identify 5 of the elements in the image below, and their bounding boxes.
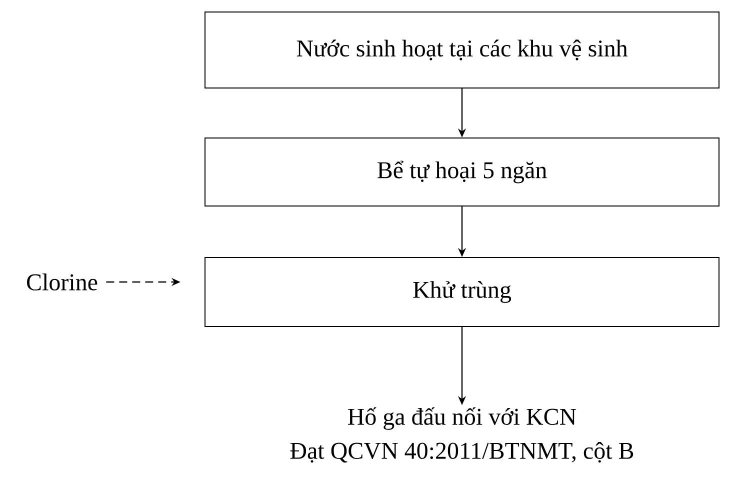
process-box: Nước sinh hoạt tại các khu vệ sinh xyxy=(204,12,720,88)
process-box: Khử trùng xyxy=(204,257,720,327)
process-box: Bể tự hoại 5 ngăn xyxy=(204,138,720,206)
node-text: Hố ga đấu nối với KCN Đạt QCVN 40:2011/BTNMT, cột B xyxy=(290,407,634,463)
node-text: Clorine xyxy=(27,274,98,290)
